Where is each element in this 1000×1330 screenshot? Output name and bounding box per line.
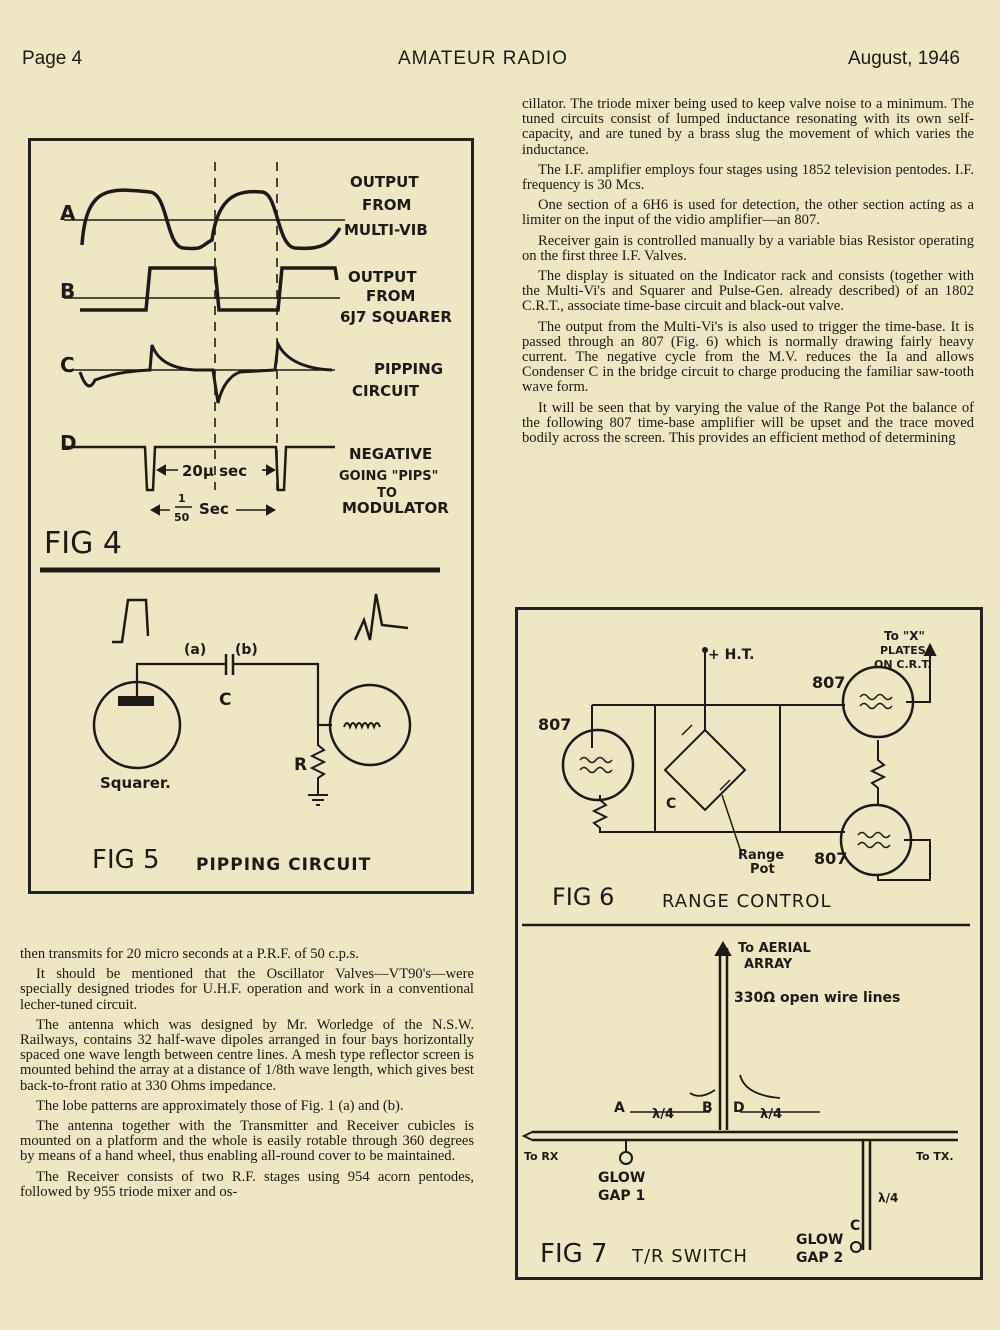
fig4-label-a-2: FROM <box>362 196 411 214</box>
fig7-lines: 330Ω open wire lines <box>734 990 900 1006</box>
paragraph: Receiver gain is controlled manually by … <box>522 232 974 264</box>
fig6-to-x-3: ON C.R.T. <box>874 658 932 671</box>
fig4-period-unit: Sec <box>199 500 229 518</box>
fig7-quarter-left: λ/4 <box>652 1107 674 1122</box>
left-column-text: then transmits for 20 micro seconds at a… <box>20 946 474 1205</box>
fig5-valve-label: Squarer. <box>100 774 171 792</box>
fig5-cap-a: (a) <box>184 642 206 658</box>
fig6-pot-1: Range <box>738 848 784 863</box>
fig7-pt-b: B <box>702 1100 713 1116</box>
fig7-quarter-stub: λ/4 <box>878 1191 898 1205</box>
fig4-label-d-3: TO <box>377 486 397 501</box>
fig7-title: T/R SWITCH <box>631 1246 748 1267</box>
fig7-gap2-1: GLOW <box>796 1232 843 1248</box>
paragraph: The display is situated on the Indicator… <box>522 268 974 315</box>
fig7-aerial-1: To AERIAL <box>738 941 811 956</box>
fig4-label-d-1: NEGATIVE <box>349 445 432 463</box>
paragraph: The Receiver consists of two R.F. stages… <box>20 1168 474 1200</box>
fig6-fig7-frame <box>515 607 983 1280</box>
fig6-to-x-1: To "X" <box>884 629 925 643</box>
fig7-labels: To AERIAL ARRAY 330Ω open wire lines A B… <box>524 941 954 1269</box>
fig5-schematic <box>92 593 412 806</box>
fig7-gap1-1: GLOW <box>598 1170 645 1186</box>
fig6-valve-bottom: 807 <box>814 849 847 868</box>
fig4-label-d-4: MODULATOR <box>342 499 449 517</box>
fig7-schematic <box>521 941 958 1253</box>
fig6-to-x-2: PLATES <box>880 644 926 657</box>
fig4-label-a-1: OUTPUT <box>350 173 419 191</box>
fig6-cap-c: C <box>666 796 676 812</box>
fig6-pot-2: Pot <box>750 862 775 877</box>
fig4-label-b-2: FROM <box>366 287 415 305</box>
fig7-to-rx: To RX <box>524 1150 559 1163</box>
magazine-title: AMATEUR RADIO <box>398 48 568 69</box>
fig4-fig5-frame <box>28 138 474 894</box>
fig7-gap2-2: GAP 2 <box>796 1250 843 1266</box>
fig4-waveforms <box>40 162 440 573</box>
fig6-schematic <box>561 642 937 881</box>
fig6-ht: + H.T. <box>708 647 754 663</box>
fig4-label-d-2: GOING "PIPS" <box>339 469 438 484</box>
page-number: Page 4 <box>22 48 83 69</box>
fig4-pulse-width: 20µ sec <box>182 462 247 480</box>
fig5-res-r: R <box>294 755 307 775</box>
fig7-pt-c: C <box>850 1218 860 1234</box>
fig4-row-d: D <box>60 431 77 455</box>
fig4-period-den: 50 <box>174 511 190 524</box>
fig4-row-c: C <box>60 353 75 377</box>
fig5-title: PIPPING CIRCUIT <box>196 855 371 875</box>
fig7-to-tx: To TX. <box>916 1150 954 1163</box>
fig7-gap1-2: GAP 1 <box>598 1188 645 1204</box>
paragraph: cillator. The triode mixer being used to… <box>522 96 974 158</box>
fig6-title: RANGE CONTROL <box>662 891 832 912</box>
fig4-period-num: 1 <box>178 492 186 505</box>
fig4-labels: A B C D OUTPUT FROM MULTI-VIB OUTPUT FRO… <box>44 173 452 561</box>
paragraph: then transmits for 20 micro seconds at a… <box>20 946 359 962</box>
fig4-label-a-3: MULTI-VIB <box>344 221 428 239</box>
paragraph: The output from the Multi-Vi's is also u… <box>522 318 974 396</box>
paragraph: The lobe patterns are approximately thos… <box>36 1097 404 1114</box>
issue-date: August, 1946 <box>848 48 960 69</box>
paragraph: It should be mentioned that the Oscillat… <box>20 966 474 1013</box>
fig5-labels: (a) (b) C R Squarer. FIG 5 PIPPING CIRCU… <box>92 642 371 875</box>
right-column-text: cillator. The triode mixer being used to… <box>522 96 974 451</box>
fig6-valve-left: 807 <box>538 715 571 734</box>
paragraph: One section of a 6H6 is used for detecti… <box>522 197 974 229</box>
fig7-caption: FIG 7 <box>540 1239 608 1269</box>
fig7-pt-d: D <box>733 1100 745 1116</box>
paragraph: It will be seen that by varying the valu… <box>522 399 974 447</box>
fig4-label-c-2: CIRCUIT <box>352 382 420 400</box>
fig6-caption: FIG 6 <box>552 883 614 911</box>
fig7-quarter-right: λ/4 <box>760 1107 782 1122</box>
fig4-caption: FIG 4 <box>44 526 122 561</box>
paragraph: The antenna together with the Transmitte… <box>20 1118 474 1165</box>
fig4-row-b: B <box>60 279 75 303</box>
paragraph: The antenna which was designed by Mr. Wo… <box>20 1016 474 1094</box>
paragraph: The I.F. amplifier employs four stages u… <box>522 161 974 194</box>
fig6-valve-top: 807 <box>812 673 845 692</box>
fig6-labels: + H.T. 807 807 807 To "X" PLATES ON C.R.… <box>538 629 932 912</box>
fig5-caption: FIG 5 <box>92 845 160 875</box>
fig4-label-c-1: PIPPING <box>374 360 443 378</box>
fig4-label-b-3: 6J7 SQUARER <box>340 308 452 326</box>
fig7-aerial-2: ARRAY <box>744 957 793 972</box>
fig5-cap-c: C <box>219 690 231 710</box>
fig4-row-a: A <box>60 201 76 225</box>
fig4-label-b-1: OUTPUT <box>348 268 417 286</box>
fig7-pt-a: A <box>614 1100 625 1116</box>
fig5-cap-b: (b) <box>235 642 258 658</box>
